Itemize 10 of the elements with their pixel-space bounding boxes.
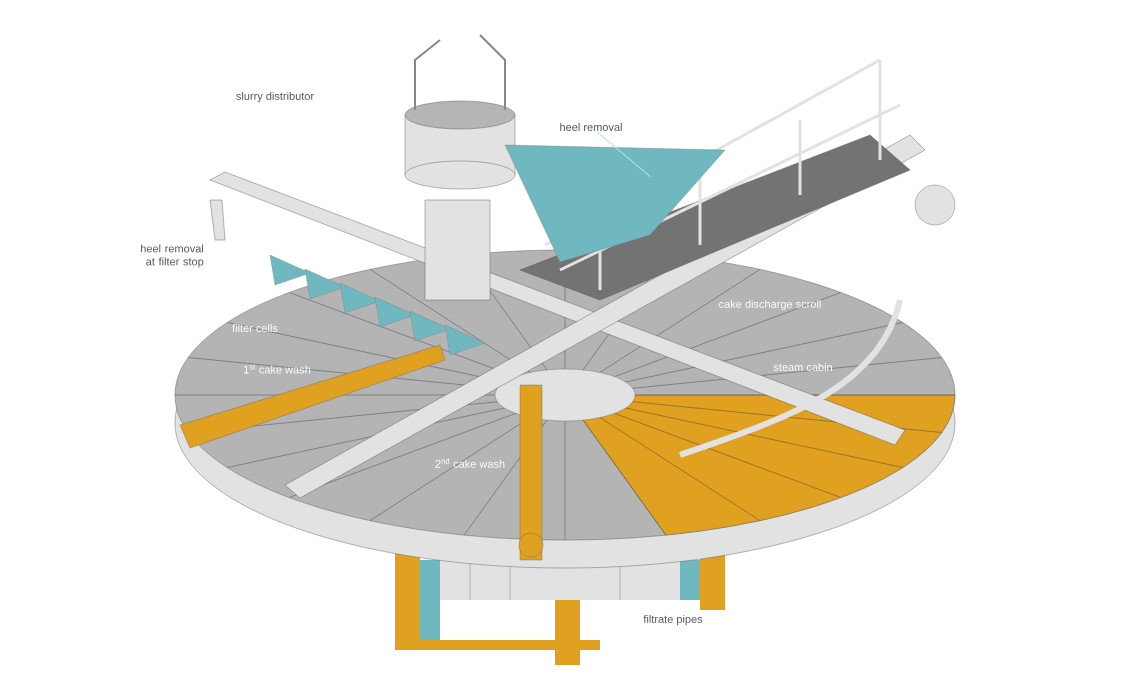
part-label: slurry distributor xyxy=(236,91,314,103)
hopper xyxy=(504,144,726,263)
part-label: heel removal at filter stop xyxy=(141,244,204,268)
callout-text: heel removal xyxy=(560,122,622,132)
leader-line xyxy=(596,131,651,178)
part-label: filter cells xyxy=(232,323,278,333)
part-label: 2$^{nd}$ cake wash xyxy=(435,458,505,468)
part-label: steam cabin xyxy=(773,362,832,372)
part-label: filtrate pipes xyxy=(643,614,703,626)
part-label: cake discharge scroll xyxy=(719,299,821,311)
